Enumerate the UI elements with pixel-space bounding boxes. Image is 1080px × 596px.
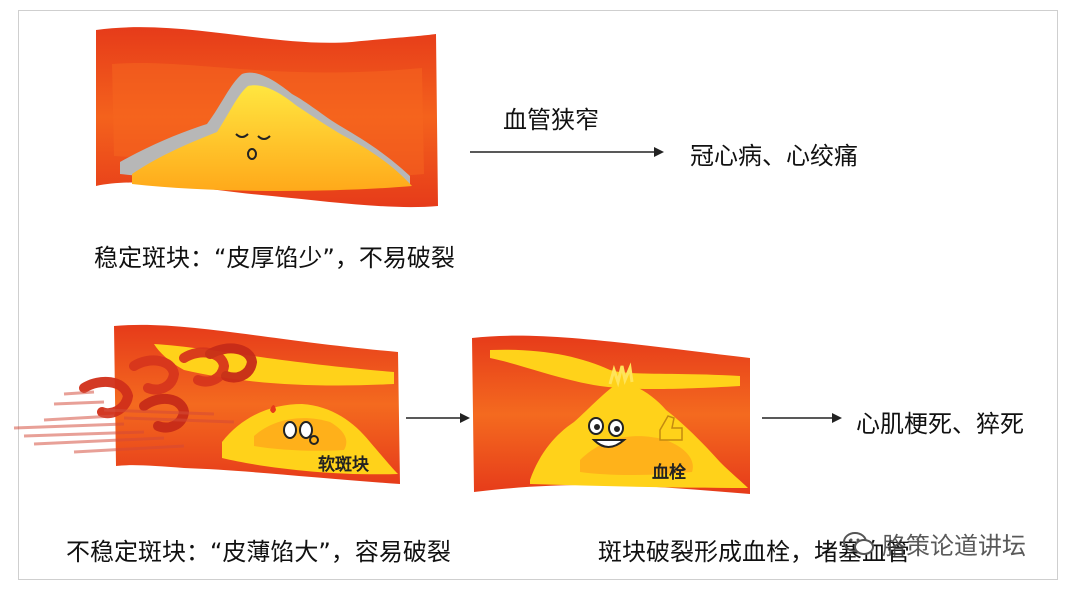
thrombus-mouth	[591, 439, 627, 448]
plaque-face-eye	[235, 133, 249, 138]
plaque-face-eye	[257, 135, 271, 140]
stable-plaque-vessel	[96, 27, 438, 208]
bottom-result: 心肌梗死、猝死	[856, 410, 1024, 438]
top-result: 冠心病、心绞痛	[690, 142, 858, 170]
soft-plaque-eye	[299, 421, 313, 439]
unstable-plaque-vessel	[13, 324, 400, 484]
sweat-drop	[270, 405, 276, 413]
thrombus-vessel	[472, 335, 750, 494]
soft-plaque-eye	[283, 421, 297, 439]
thumbs-up	[659, 415, 683, 441]
stable-plaque-caption: 稳定斑块：“皮厚馅少”，不易破裂	[94, 244, 455, 272]
watermark-text: 胳策论道讲坛	[882, 532, 1026, 560]
thrombus-label: 血栓	[652, 463, 686, 483]
top-arrow	[470, 147, 664, 157]
bottom-arrow	[762, 413, 842, 423]
stable-plaque	[132, 85, 412, 191]
middle-arrow	[406, 413, 470, 423]
thrombus-hair	[608, 362, 634, 388]
blood-flow	[13, 343, 258, 454]
top-arrow-label: 血管狭窄	[503, 106, 599, 134]
watermark: 胳策论道讲坛	[842, 526, 1026, 561]
unstable-plaque-caption: 不稳定斑块：“皮薄馅大”，容易破裂	[66, 538, 451, 566]
wechat-icon	[842, 530, 876, 558]
thin-plaque-top	[490, 349, 740, 389]
plaque-face-mouth	[247, 148, 257, 160]
soft-plaque-label: 软斑块	[318, 455, 369, 475]
soft-plaque-mouth	[309, 435, 319, 445]
